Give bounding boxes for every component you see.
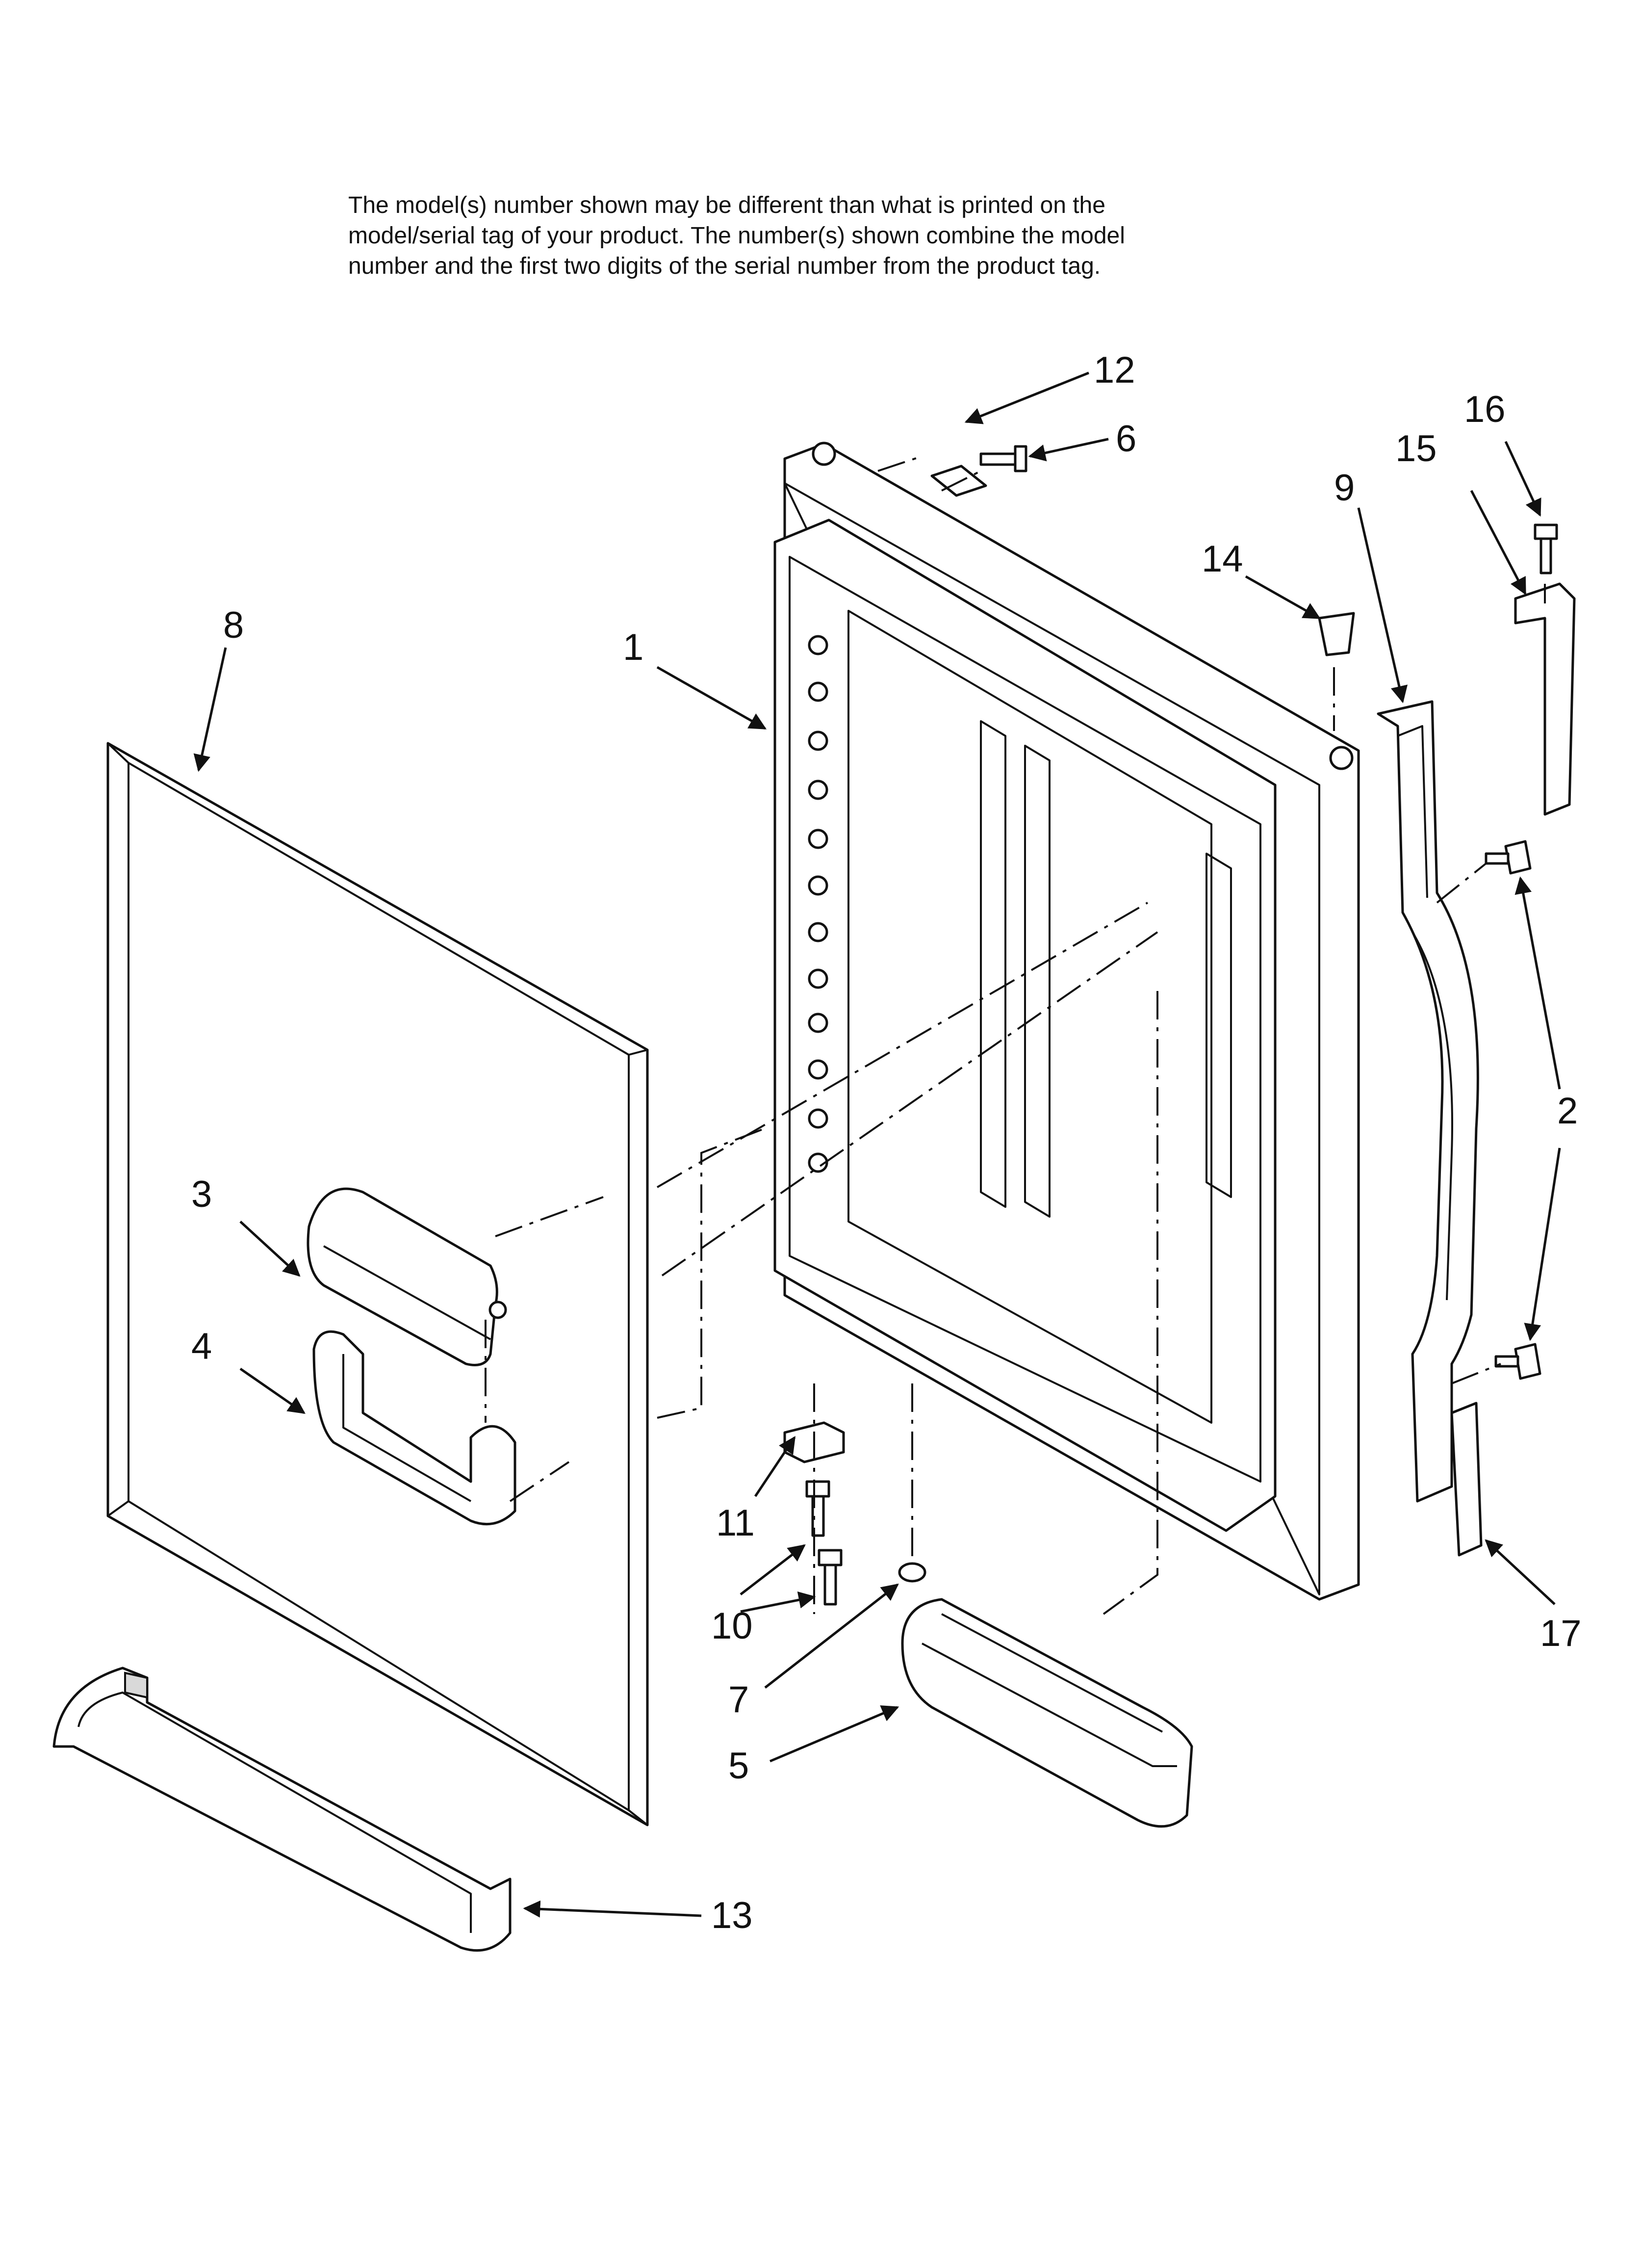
part-14-bushing [1318,612,1355,656]
leader-arrows [193,371,1561,1918]
part-16-screw [1534,523,1558,574]
part-long-bin [52,1667,512,1952]
callout-14: 14 [1202,538,1243,580]
part-door-bin [901,1598,1193,1828]
callout-7: 7 [728,1679,749,1721]
part-bracket-top [1514,582,1576,816]
note-line-1: The model(s) number shown may be differe… [348,192,1105,218]
part-10-screw-upper [805,1480,830,1537]
part-dispenser-tray [312,1330,516,1526]
callout-13: 13 [711,1895,753,1936]
part-door-liner [773,442,1360,1601]
callout-11: 11 [716,1502,755,1544]
model-number-note: The model(s) number shown may be differe… [348,190,1388,282]
part-2-screw-upper [1485,840,1532,875]
callout-6: 6 [1116,418,1136,460]
alignment-lines [485,455,1546,1615]
shelf-clips [808,635,828,1173]
callout-8: 8 [223,604,244,646]
callout-5: 5 [728,1745,749,1787]
part-6-screw [979,445,1027,472]
part-bracket-bottom [1450,1402,1483,1557]
part-10-screw-lower [818,1549,843,1606]
note-line-2: model/serial tag of your product. The nu… [348,223,1125,249]
callout-10: 10 [711,1605,753,1647]
callout-labels: 1 2 3 4 5 6 7 8 9 10 11 12 13 14 15 16 1… [191,349,1582,1936]
callout-17: 17 [1540,1613,1582,1654]
callout-9: 9 [1334,467,1355,509]
callout-16: 16 [1464,389,1506,430]
callout-3: 3 [191,1173,212,1215]
callout-2: 2 [1557,1090,1578,1132]
callout-4: 4 [191,1326,212,1367]
part-handle [1377,700,1479,1503]
part-dispenser-cover [307,1187,507,1366]
callout-15: 15 [1395,428,1437,469]
part-12-gasket [930,465,987,497]
part-2-screw-lower [1494,1343,1541,1380]
callout-12: 12 [1094,349,1135,391]
part-7-bumper [898,1562,926,1583]
note-line-3: number and the first two digits of the s… [348,253,1101,279]
callout-1: 1 [623,626,643,668]
